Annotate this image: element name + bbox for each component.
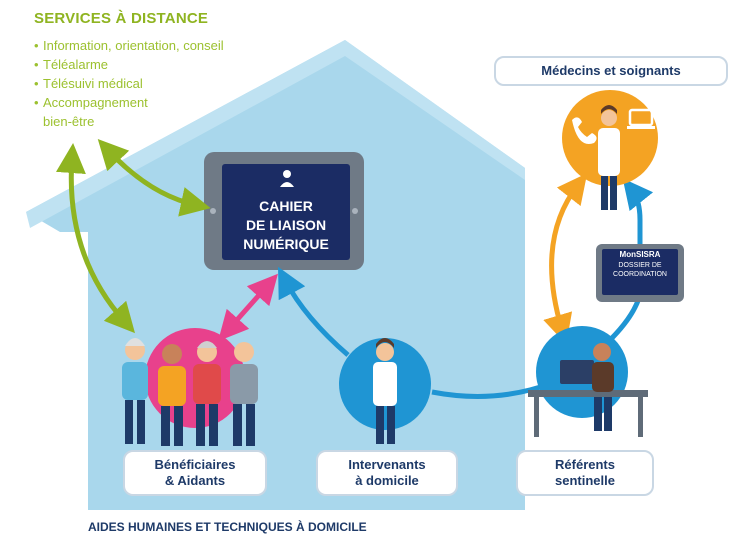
tablet-line-3: NUMÉRIQUE	[243, 235, 329, 252]
service-item: Accompagnement	[34, 93, 304, 112]
referents-label: Référents sentinelle	[516, 450, 654, 496]
service-item: bien-être	[43, 114, 95, 129]
orange-arrow-medecins-referents	[543, 173, 588, 345]
phone-icon	[572, 117, 597, 145]
doctor-figure	[598, 105, 620, 210]
monsisra-line-3: COORDINATION	[613, 271, 667, 278]
beneficiaires-label: Bénéficiaires & Aidants	[123, 450, 267, 496]
laptop-icon	[627, 108, 655, 129]
referents-circle	[528, 326, 648, 437]
medecins-label-text: Médecins et soignants	[541, 63, 681, 78]
beneficiaires-line-2: & Aidants	[164, 473, 226, 488]
monsisra-line-2: DOSSIER DE	[618, 262, 662, 269]
pink-arrow-beneficiaires-tablet	[218, 273, 278, 342]
tablet-line-1: CAHIER	[259, 197, 313, 214]
monsisra-box	[596, 244, 684, 302]
beneficiaires-line-1: Bénéficiaires	[154, 457, 236, 472]
intervenants-line-1: Intervenants	[348, 457, 426, 472]
person-woman-red	[193, 341, 221, 446]
intervenants-line-2: à domicile	[355, 473, 419, 488]
service-item: Télésuivi médical	[34, 74, 304, 93]
tablet-line-2: DE LIAISON	[245, 216, 327, 233]
green-arrow-services-beneficiaires	[55, 143, 136, 334]
monsisra-line-1: MonSISRA	[619, 250, 661, 259]
beneficiaires-group	[122, 328, 258, 446]
intervenants-circle	[339, 338, 431, 444]
person-man-orange	[158, 344, 186, 446]
blue-arrow-intervenants-tablet	[278, 266, 350, 357]
intervenants-label: Intervenants à domicile	[316, 450, 458, 496]
medecins-circle	[562, 90, 658, 210]
services-list: Information, orientation, conseil Téléal…	[34, 36, 304, 131]
cahier-liaison-tablet	[204, 152, 364, 270]
referents-line-2: sentinelle	[555, 473, 615, 488]
person-grandma	[122, 338, 148, 444]
service-item: Téléalarme	[34, 55, 304, 74]
referents-line-1: Référents	[555, 457, 615, 472]
service-item: Information, orientation, conseil	[34, 36, 304, 55]
footer-title: AIDES HUMAINES ET TECHNIQUES À DOMICILE	[88, 520, 367, 534]
tablet-label: CAHIER DE LIAISON NUMÉRIQUE	[225, 172, 347, 262]
medecins-label: Médecins et soignants	[494, 56, 728, 86]
person-man-grey	[230, 342, 258, 446]
user-icon	[280, 170, 294, 187]
services-title: SERVICES À DISTANCE	[34, 10, 209, 27]
monsisra-label: MonSISRA DOSSIER DE COORDINATION	[602, 250, 678, 290]
